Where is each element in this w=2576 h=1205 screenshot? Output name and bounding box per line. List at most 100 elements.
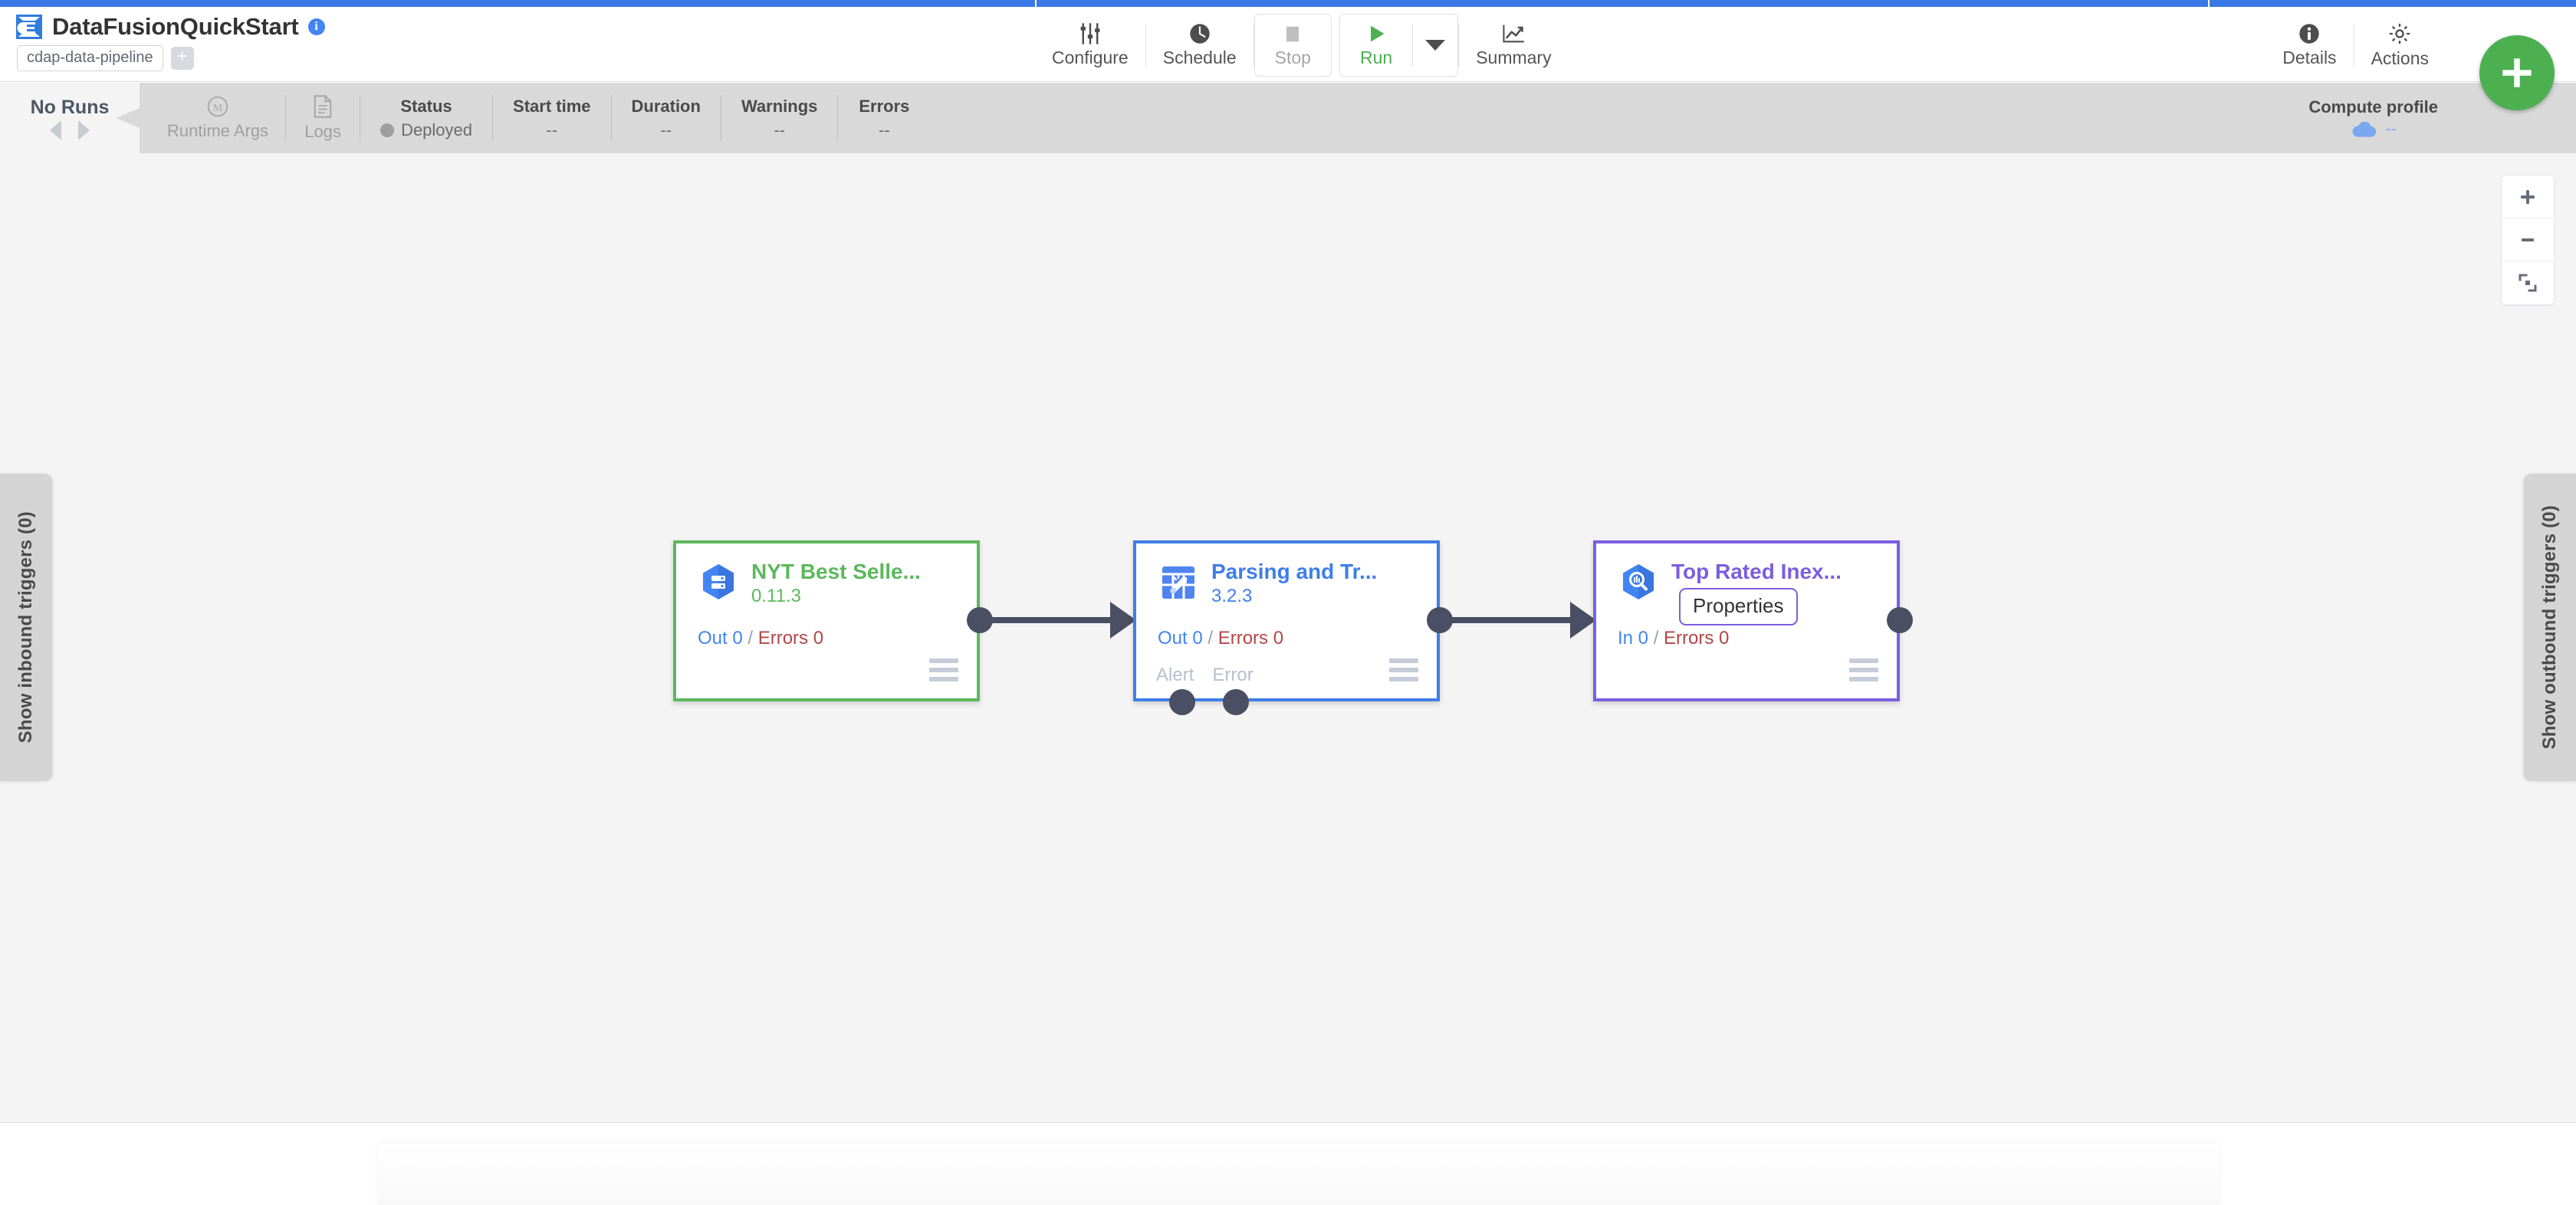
node-error-count: Errors 0 (1664, 628, 1730, 648)
duration-stat: Duration -- (612, 83, 721, 153)
schedule-button[interactable]: Schedule (1146, 10, 1254, 80)
metrics-separator: / (1653, 628, 1659, 648)
fit-screen-icon (2518, 274, 2537, 292)
clock-icon (1188, 22, 1211, 45)
summary-button[interactable]: Summary (1459, 10, 1568, 80)
run-dropdown-button[interactable] (1413, 15, 1457, 76)
connection-arrow-2 (1570, 602, 1596, 639)
bigquery-search-icon (1618, 562, 1659, 603)
metrics-separator: / (1208, 628, 1214, 648)
errors-stat: Errors -- (838, 83, 930, 153)
collapsed-bottom-panel[interactable] (379, 1144, 2219, 1205)
divider (1458, 24, 1460, 67)
connection-line-2[interactable] (1440, 617, 1579, 623)
zoom-in-button[interactable] (2502, 176, 2554, 218)
caret-left-icon[interactable] (50, 120, 61, 140)
gear-icon (2387, 21, 2412, 46)
pipeline-node-nyt-best-sellers[interactable]: NYT Best Selle... 0.11.3 Out 0 / Errors … (673, 540, 993, 701)
node-menu-icon[interactable] (929, 658, 958, 681)
inbound-triggers-label: Show inbound triggers (0) (15, 511, 36, 744)
node-output-port[interactable] (1427, 607, 1453, 633)
run-button[interactable]: Run (1340, 15, 1412, 76)
node-out-count: Out 0 (698, 628, 743, 648)
add-plugin-fab[interactable] (2479, 35, 2555, 110)
runtime-args-button[interactable]: M Runtime Args (150, 83, 285, 153)
page-title: DataFusionQuickStart (52, 13, 299, 40)
caret-right-icon[interactable] (78, 120, 90, 140)
run-tools-group: M Runtime Args (150, 83, 930, 153)
plus-icon (2502, 58, 2532, 87)
actions-label: Actions (2371, 48, 2429, 68)
node-error-count: Errors 0 (757, 628, 824, 648)
add-tag-button[interactable]: + (170, 47, 194, 70)
run-button-box[interactable]: Run (1339, 14, 1459, 77)
zoom-controls (2501, 175, 2555, 305)
node-menu-icon[interactable] (1389, 658, 1418, 681)
configure-button[interactable]: Configure (1035, 10, 1145, 80)
info-icon[interactable]: i (307, 18, 325, 35)
node-port-labels: Alert Error (1156, 665, 1254, 686)
node-alert-port[interactable] (1169, 689, 1195, 715)
no-runs-panel: No Runs (0, 83, 140, 153)
node-title: Parsing and Tr... (1211, 560, 1378, 583)
caret-down-icon (1425, 40, 1446, 51)
node-metrics: Out 0 / Errors 0 (1158, 628, 1283, 649)
pipeline-node-top-rated-inexpensive[interactable]: Top Rated Inex... Properties In 0 / Erro… (1593, 540, 1913, 701)
compute-profile[interactable]: Compute profile -- (2308, 83, 2438, 153)
details-button[interactable]: Details (2266, 10, 2353, 80)
divider (1145, 24, 1146, 67)
node-menu-icon[interactable] (1849, 658, 1878, 681)
logs-label: Logs (304, 122, 341, 141)
duration-value: -- (660, 120, 672, 140)
play-triangle-icon (1365, 22, 1388, 45)
stop-button-box[interactable]: Stop (1254, 14, 1332, 77)
wrangler-icon (1158, 562, 1199, 603)
connection-line-1[interactable] (980, 617, 1119, 623)
zoom-out-button[interactable] (2502, 218, 2554, 261)
divider (1332, 24, 1339, 67)
node-error-port[interactable] (1223, 689, 1249, 715)
status-stat: Status Deployed (360, 83, 492, 153)
stop-button[interactable]: Stop (1255, 15, 1331, 76)
stop-square-icon (1281, 22, 1304, 45)
status-text: Deployed (401, 120, 473, 140)
warnings-header: Warnings (741, 96, 818, 116)
duration-header: Duration (631, 96, 701, 116)
divider (1412, 24, 1414, 67)
inbound-triggers-tab[interactable]: Show inbound triggers (0) (0, 474, 52, 780)
node-properties-tooltip[interactable]: Properties (1679, 588, 1798, 625)
line-chart-icon (1501, 22, 1526, 45)
info-circle-icon (2298, 22, 2321, 45)
divider (837, 95, 839, 141)
divider (492, 95, 494, 141)
compute-profile-value-row: -- (2351, 120, 2397, 139)
outbound-triggers-tab[interactable]: Show outbound triggers (0) (2524, 474, 2576, 780)
pipeline-canvas[interactable]: Show inbound triggers (0) Show outbound … (0, 153, 2576, 1123)
node-alert-port-label: Alert (1156, 665, 1194, 685)
node-error-count: Errors 0 (1217, 628, 1284, 648)
node-out-count: Out 0 (1158, 628, 1203, 648)
pipeline-node-parsing-and-transform[interactable]: Parsing and Tr... 3.2.3 Out 0 / Errors 0… (1133, 540, 1453, 715)
outbound-triggers-label: Show outbound triggers (0) (2539, 504, 2560, 750)
node-output-port[interactable] (1887, 607, 1913, 633)
fit-to-screen-button[interactable] (2502, 261, 2554, 304)
node-version: 3.2.3 (1211, 585, 1253, 606)
document-icon (312, 94, 334, 119)
logs-button[interactable]: Logs (286, 83, 360, 153)
cloud-icon (2352, 121, 2376, 137)
runtime-args-label: Runtime Args (167, 121, 269, 140)
header-left-group: DataFusionQuickStart i cdap-data-pipelin… (15, 10, 325, 71)
divider (610, 95, 612, 141)
node-metrics: In 0 / Errors 0 (1618, 628, 1729, 649)
node-output-port[interactable] (967, 607, 993, 633)
summary-label: Summary (1476, 48, 1552, 67)
start-time-stat: Start time -- (493, 83, 610, 153)
node-title: NYT Best Selle... (751, 560, 921, 583)
svg-text:M: M (213, 103, 222, 114)
errors-value: -- (879, 120, 890, 140)
node-version: 0.11.3 (751, 585, 801, 606)
actions-button[interactable]: Actions (2354, 10, 2446, 80)
compute-profile-value: -- (2385, 120, 2397, 138)
sliders-icon (1079, 22, 1102, 45)
run-label: Run (1359, 48, 1393, 67)
